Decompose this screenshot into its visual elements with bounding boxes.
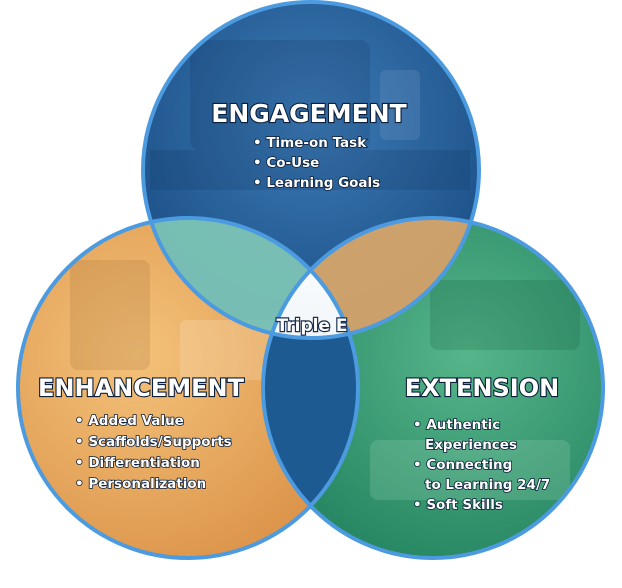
extension-item-1: • Authentic [413,417,500,433]
extension-item-4: to Learning 24/7 [425,477,550,493]
enhancement-photo-texture [70,260,280,380]
extension-title: EXTENSION [405,374,559,402]
circle-outlines [16,0,605,560]
engagement-title: ENGAGEMENT [211,99,406,128]
extension-photo-texture [370,280,580,500]
enhancement-item-1: • Added Value [75,413,184,429]
engagement-item-3: • Learning Goals [253,175,380,191]
center-label: Triple E [277,316,348,336]
enhancement-item-4: • Personalization [75,476,206,492]
engagement-item-1: • Time-on Task [253,135,367,151]
extension-item-3: • Connecting [413,457,512,473]
enhancement-item-2: • Scaffolds/Supports [75,434,232,450]
enhancement-item-3: • Differentiation [75,455,200,471]
engagement-photo-texture [150,40,470,190]
enhancement-title: ENHANCEMENT [38,374,245,402]
extension-item-5: • Soft Skills [413,497,503,513]
overlap-engagement-extension [263,218,479,338]
engagement-item-2: • Co-Use [253,155,319,171]
extension-item-2: Experiences [425,437,517,453]
overlap-engagement-enhancement [143,218,358,338]
